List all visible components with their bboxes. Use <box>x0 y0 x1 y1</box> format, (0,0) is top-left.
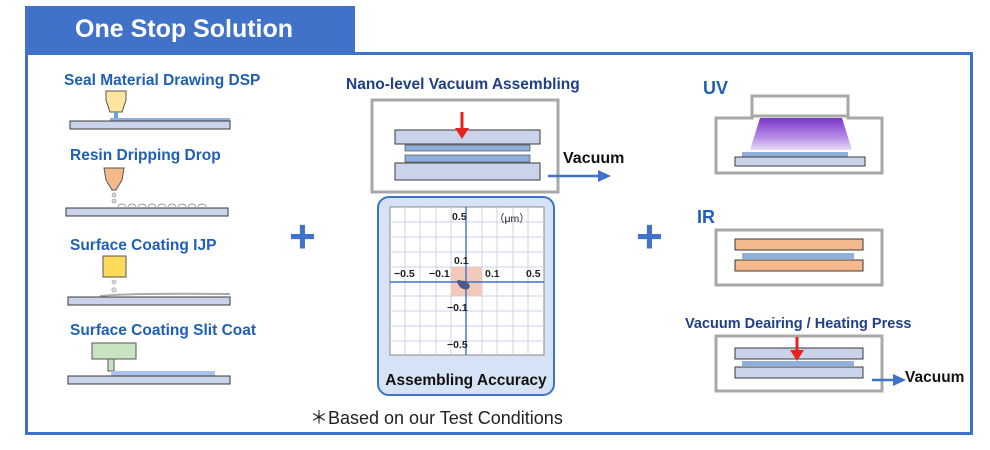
ir-illustration <box>714 228 884 287</box>
unit-label: （μm） <box>494 213 530 225</box>
header-tab: One Stop Solution <box>25 6 355 52</box>
accuracy-title: Assembling Accuracy <box>385 372 547 389</box>
press-illustration <box>714 334 906 393</box>
plus-icon: + <box>636 210 663 262</box>
ir-label: IR <box>697 207 715 227</box>
vacuum-label: Vacuum <box>563 150 625 167</box>
step-label-slit: Surface Coating Slit Coat <box>70 322 257 339</box>
plus-icon: + <box>289 210 316 262</box>
drop-illustration <box>65 167 229 217</box>
tick-label: 0.1 <box>485 268 500 280</box>
step-label-drop: Resin Dripping Drop <box>70 147 221 164</box>
tick-label: −0.1 <box>447 302 468 314</box>
press-label: Vacuum Deairing / Heating Press <box>685 316 912 332</box>
tick-label: −0.5 <box>447 339 468 351</box>
vacuum-label-right: Vacuum <box>905 369 965 386</box>
tick-label: 0.5 <box>526 268 541 280</box>
uv-label: UV <box>703 78 729 98</box>
ijp-illustration <box>67 255 231 306</box>
tick-label: 0.1 <box>454 255 469 267</box>
footnote: ＊Based on our Test Conditions <box>310 408 563 428</box>
vacuum-assembling-title: Nano-level Vacuum Assembling <box>346 76 580 93</box>
tick-label: 0.5 <box>452 211 467 223</box>
content-frame <box>25 52 973 435</box>
step-label-dsp: Seal Material Drawing DSP <box>64 72 261 89</box>
accuracy-chart <box>389 206 545 356</box>
slit-coat-illustration <box>67 342 231 385</box>
vacuum-assembly <box>370 98 611 194</box>
step-label-ijp: Surface Coating IJP <box>70 237 217 254</box>
uv-illustration <box>714 94 884 175</box>
tick-label: −0.1 <box>429 268 450 280</box>
dsp-illustration <box>69 90 231 130</box>
tick-label: −0.5 <box>394 268 415 280</box>
